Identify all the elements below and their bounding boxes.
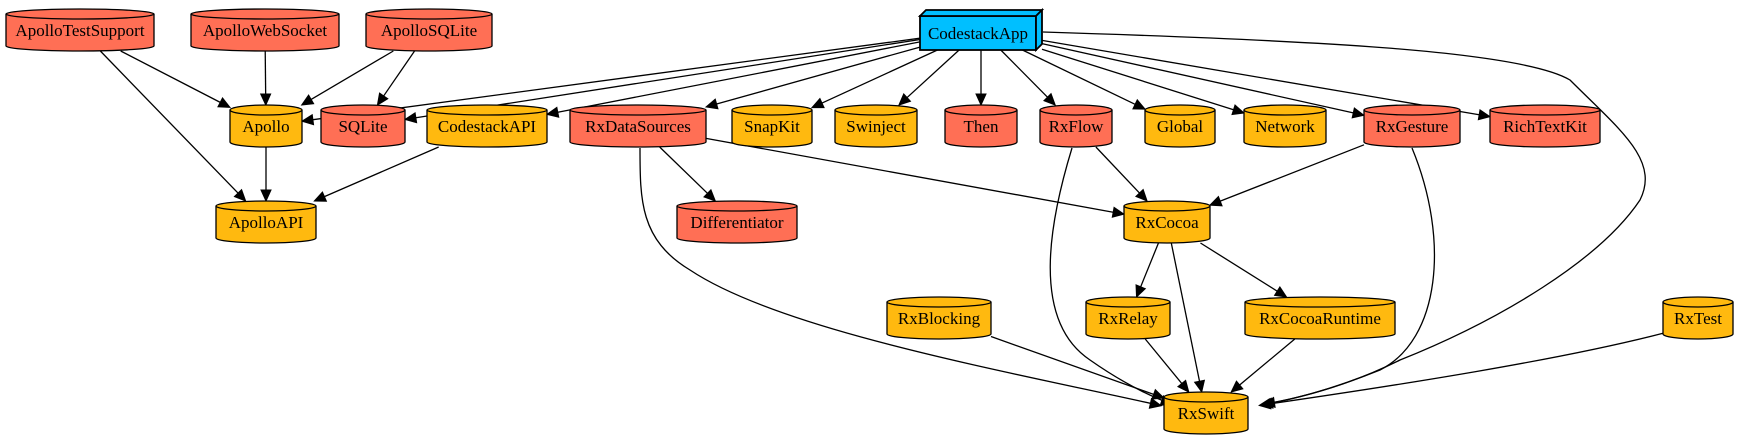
node-codestack-api: CodestackAPI [426, 104, 548, 148]
node-differentiator: Differentiator [676, 200, 798, 244]
node-label-apollo-sqlite: ApolloSQLite [381, 21, 477, 40]
edge-rx-gesture-to-rx-cocoa [1208, 144, 1365, 207]
node-rx-cocoa: RxCocoa [1123, 200, 1211, 244]
node-label-rich-text-kit: RichTextKit [1503, 117, 1587, 136]
node-label-differentiator: Differentiator [690, 213, 783, 232]
node-label-sqlite: SQLite [338, 117, 387, 136]
edge-apollo-sqlite-to-apollo [300, 50, 394, 106]
node-apollo-web-socket: ApolloWebSocket [190, 8, 340, 52]
node-codestack-app: CodestackApp [917, 7, 1045, 53]
node-label-then: Then [964, 117, 999, 136]
node-then: Then [944, 104, 1018, 148]
edge-rx-relay-to-rx-swift [1144, 338, 1190, 393]
node-rx-relay: RxRelay [1085, 296, 1171, 340]
node-apollo-test-support: ApolloTestSupport [5, 8, 155, 52]
edge-rx-data-sources-to-rx-cocoa [705, 137, 1126, 218]
edge-codestack-app-to-rx-flow [1000, 49, 1057, 106]
node-label-rx-flow: RxFlow [1049, 117, 1105, 136]
edge-rx-cocoa-to-rx-relay [1135, 242, 1160, 299]
node-label-codestack-api: CodestackAPI [438, 117, 537, 136]
node-rx-swift: RxSwift [1163, 391, 1249, 435]
edge-rx-cocoa-to-rx-cocoa-runtime [1200, 242, 1288, 298]
node-label-rx-data-sources: RxDataSources [585, 117, 691, 136]
edge-codestack-app-to-apollo [300, 37, 921, 126]
edge-codestack-api-to-apollo-api [313, 146, 439, 202]
edge-apollo-test-support-to-apollo [120, 50, 232, 108]
edge-rx-gesture-to-rx-swift [1262, 147, 1436, 409]
node-global: Global [1144, 104, 1216, 148]
edge-rx-flow-to-rx-cocoa [1095, 146, 1148, 202]
edge-codestack-app-to-global [1022, 49, 1147, 110]
node-label-codestack-app: CodestackApp [928, 24, 1028, 43]
node-label-rx-cocoa-runtime: RxCocoaRuntime [1259, 309, 1381, 328]
edge-codestack-app-to-rx-data-sources [704, 46, 921, 110]
node-apollo-sqlite: ApolloSQLite [365, 8, 493, 52]
edge-codestack-app-to-rx-gesture [1041, 42, 1366, 119]
edge-apollo-to-apollo-api [260, 147, 272, 203]
node-rx-blocking: RxBlocking [886, 296, 992, 340]
node-rich-text-kit: RichTextKit [1489, 104, 1601, 148]
node-sqlite: SQLite [320, 104, 406, 148]
node-label-rx-cocoa: RxCocoa [1135, 213, 1199, 232]
node-rx-data-sources: RxDataSources [569, 104, 707, 148]
node-network: Network [1243, 104, 1327, 148]
node-rx-flow: RxFlow [1039, 104, 1113, 148]
node-label-rx-blocking: RxBlocking [898, 309, 981, 328]
edge-codestack-app-to-swinject [898, 49, 960, 106]
edge-rx-cocoa-to-rx-swift [1170, 242, 1206, 394]
edge-rx-flow-to-rx-swift [1049, 147, 1174, 406]
node-apollo-api: ApolloAPI [215, 200, 317, 244]
node-label-rx-relay: RxRelay [1098, 309, 1158, 328]
edge-codestack-app-to-then [975, 50, 987, 107]
node-rx-cocoa-runtime: RxCocoaRuntime [1244, 296, 1396, 340]
node-swinject: Swinject [834, 104, 918, 148]
edge-rx-test-to-rx-swift [1258, 332, 1665, 410]
node-label-swinject: Swinject [846, 117, 906, 136]
edge-rx-data-sources-to-differentiator [659, 146, 717, 202]
edge-codestack-app-to-codestack-api [545, 41, 921, 118]
edge-apollo-web-socket-to-apollo [259, 50, 272, 107]
node-label-apollo: Apollo [242, 117, 289, 136]
node-apollo: Apollo [229, 104, 303, 148]
node-label-snap-kit: SnapKit [744, 117, 800, 136]
node-label-apollo-api: ApolloAPI [229, 213, 304, 232]
edge-codestack-app-to-network [1041, 48, 1246, 116]
node-label-apollo-test-support: ApolloTestSupport [15, 21, 144, 40]
edge-rx-blocking-to-rx-swift [990, 335, 1166, 400]
nodes-layer: CodestackApp ApolloTestSupport ApolloWebSo… [5, 7, 1734, 435]
node-label-global: Global [1157, 117, 1204, 136]
node-label-rx-test: RxTest [1674, 309, 1722, 328]
node-snap-kit: SnapKit [731, 104, 813, 148]
edge-codestack-app-to-rich-text-kit [1041, 39, 1492, 121]
node-rx-gesture: RxGesture [1363, 104, 1461, 148]
node-label-network: Network [1255, 117, 1315, 136]
node-label-apollo-web-socket: ApolloWebSocket [203, 21, 327, 40]
edge-rx-cocoa-runtime-to-rx-swift [1230, 338, 1296, 393]
edge-rx-data-sources-to-rx-swift [639, 147, 1163, 409]
edge-codestack-app-to-snap-kit [810, 49, 938, 109]
node-label-rx-gesture: RxGesture [1376, 117, 1449, 136]
edges-layer [99, 31, 1665, 410]
node-label-rx-swift: RxSwift [1178, 404, 1235, 423]
edge-apollo-test-support-to-apollo-api [99, 50, 247, 202]
node-rx-test: RxTest [1662, 296, 1734, 340]
edge-apollo-sqlite-to-sqlite [376, 50, 416, 106]
